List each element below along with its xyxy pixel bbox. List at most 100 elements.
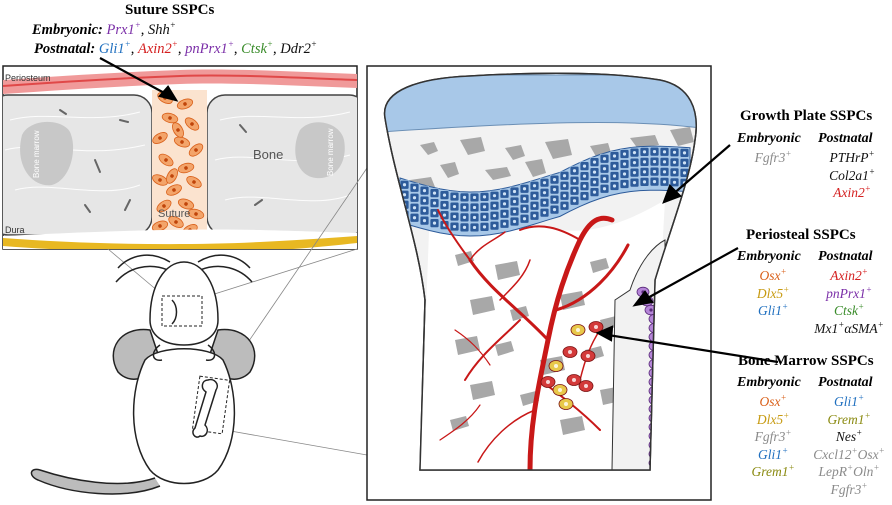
trabecula <box>420 142 438 155</box>
chondrocyte-nucleus <box>492 194 497 198</box>
gene-marker: Grem1+ <box>806 411 892 428</box>
gene-superscript: + <box>171 39 178 50</box>
marrow-cell-nucleus <box>568 350 572 354</box>
marrow-trabecula <box>560 416 585 435</box>
bone-marrow-postnatal-list: Gli1+Grem1+Nes+Cxcl12+Osx+LepR+Oln+Fgfr3… <box>806 393 892 499</box>
chondrocyte-nucleus <box>462 195 467 199</box>
bone-marrow-cells <box>540 321 604 410</box>
chondrocyte-nucleus <box>512 219 517 224</box>
suture-title: Suture SSPCs <box>125 2 215 18</box>
chondrocyte-nucleus <box>592 160 597 164</box>
bone-plate-right <box>206 94 357 236</box>
suture-cell <box>156 199 172 213</box>
bone-marrow-right-label: Bone marrow <box>326 128 335 176</box>
gene-name: PTHrP <box>829 150 869 165</box>
periosteal-postnatal-list: Axin2+pnPrx1+Ctsk+Mx1+αSMA+ <box>806 267 892 338</box>
gene-superscript: + <box>868 166 875 177</box>
chondrocyte-nucleus <box>412 216 417 220</box>
gene-name: Shh <box>148 22 170 38</box>
skull-box <box>161 295 203 327</box>
growth-plate-arrow <box>671 144 731 196</box>
chondrocyte-nucleus <box>442 213 447 217</box>
suture-cell <box>158 153 174 167</box>
chondrocyte-nucleus <box>612 174 617 178</box>
gene-marker: Fgfr3+ <box>737 149 809 166</box>
chondrocyte-nucleus <box>472 215 477 220</box>
gene-superscript: + <box>266 39 273 50</box>
chondrocyte-nucleus <box>562 174 567 178</box>
chondrocyte-nucleus <box>662 150 667 154</box>
marrow-trabecula <box>455 251 474 266</box>
gene-name: Nes <box>835 429 857 445</box>
chondrocyte-nucleus <box>612 154 617 158</box>
growth-plate-embryonic-list: Fgfr3+ <box>737 149 809 168</box>
chondrocyte-nucleus <box>462 225 467 229</box>
marrow-trabecula <box>495 261 520 280</box>
suture-cell <box>172 122 184 138</box>
suture-postnatal-genes: Gli1+, Axin2+, pnPrx1+, Ctsk+, Ddr2+ <box>98 39 317 57</box>
blood-vessels <box>437 209 630 470</box>
gene-marker: Gli1+ <box>98 40 131 57</box>
gene-name: Dlx5 <box>756 411 784 427</box>
chondrocyte-nucleus <box>652 150 657 154</box>
chondrocyte-nucleus <box>662 160 667 164</box>
chondrocyte-nucleus <box>542 211 547 215</box>
marrow-trabecula <box>590 258 609 273</box>
chondrocyte-nucleus <box>492 214 497 218</box>
marrow-cell-nucleus <box>546 380 550 384</box>
gene-name: pnPrx1 <box>826 285 866 301</box>
suture-arrow <box>99 57 169 96</box>
chondrocyte-nucleus <box>522 217 527 221</box>
gene-superscript: + <box>856 427 863 438</box>
gene-marker: Ddr2+ <box>280 40 317 57</box>
chondrocyte-nucleus <box>522 197 527 201</box>
marrow-cell-nucleus <box>584 384 588 388</box>
articular-cartilage <box>384 74 697 133</box>
chondrocyte-nucleus <box>412 206 417 210</box>
chondrocyte-nucleus <box>672 170 677 174</box>
growth-plate-postnatal-head: Postnatal <box>818 131 873 146</box>
chondrocyte-nucleus <box>682 161 687 165</box>
gene-marker: Nes+ <box>806 427 892 445</box>
chondrocyte-nucleus <box>612 164 617 168</box>
gene-superscript: + <box>781 301 789 312</box>
chondrocyte-nucleus <box>542 201 547 205</box>
suture-cell <box>166 168 178 184</box>
chondrocyte-nucleus <box>502 212 507 216</box>
gene-marker: Osx+ <box>737 393 809 410</box>
chondrocyte-nucleus <box>442 193 447 197</box>
suture-cell-nucleus <box>183 102 187 106</box>
gene-name: Gli1 <box>98 41 125 57</box>
chondrocyte-nucleus <box>642 160 647 164</box>
suture-cell-nucleus <box>190 122 194 126</box>
trabecula <box>505 145 525 160</box>
chondrocyte-nucleus <box>632 161 637 165</box>
suture-cell <box>187 208 205 220</box>
chondrocyte-nucleus <box>592 190 597 194</box>
gene-name: pnPrx1 <box>185 41 228 57</box>
suture-cell-nucleus <box>158 224 162 228</box>
chondrocyte-nucleus <box>432 211 437 215</box>
gene-marker: Shh+ <box>148 21 176 38</box>
gene-marker: Axin2+ <box>812 184 892 201</box>
chondrocyte-nucleus <box>512 209 517 214</box>
suture-cell-nucleus <box>192 180 196 184</box>
long-bone <box>383 72 697 471</box>
suture-cell <box>188 143 204 157</box>
suture-cell <box>152 132 168 144</box>
suture-cell-nucleus <box>158 178 162 182</box>
chondrocyte-nucleus <box>682 151 687 155</box>
gene-name: Dlx5 <box>756 285 784 301</box>
trabecula <box>545 139 572 159</box>
suture-label: Suture <box>158 208 191 220</box>
marrow-trabecula <box>450 416 469 431</box>
gene-name: Osx <box>857 446 879 462</box>
periosteal-arrow <box>643 247 739 301</box>
gene-marker: PTHrP+ <box>812 149 892 166</box>
suture-cell-nucleus <box>172 188 176 192</box>
chondrocyte-nucleus <box>452 214 457 219</box>
suture-cell <box>177 162 195 174</box>
chondrocyte-nucleus <box>632 181 637 185</box>
chondrocyte-nucleus <box>652 160 657 164</box>
